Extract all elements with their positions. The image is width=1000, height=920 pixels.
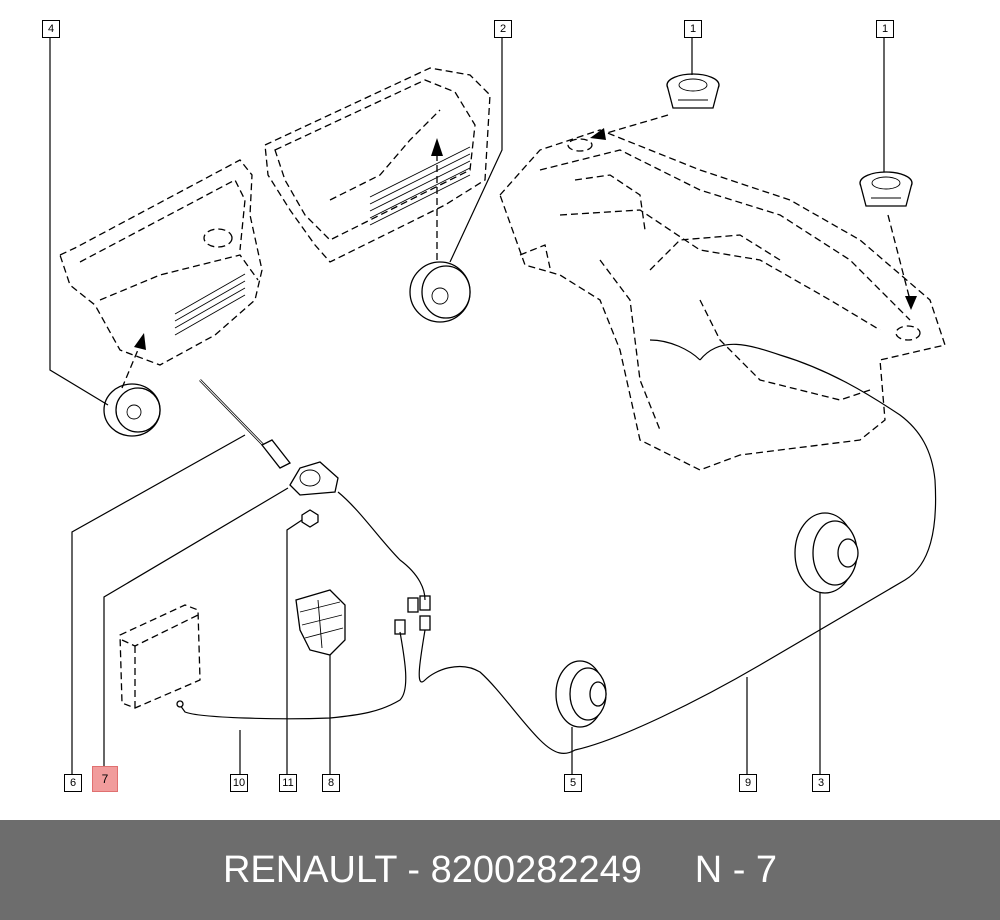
callout-1-right: 1 xyxy=(876,20,894,38)
callout-6: 6 xyxy=(64,774,82,792)
callout-1-left: 1 xyxy=(684,20,702,38)
callout-2: 2 xyxy=(494,20,512,38)
tweeter-right xyxy=(859,171,913,207)
parts-diagram xyxy=(49,37,946,774)
footer-bar: RENAULT - 8200282249 N - 7 xyxy=(0,820,1000,920)
callout-4: 4 xyxy=(42,20,60,38)
speaker-harness xyxy=(418,339,937,755)
callout-10: 10 xyxy=(230,774,248,792)
bracket xyxy=(295,589,346,656)
callout-9: 9 xyxy=(739,774,757,792)
antenna-nut xyxy=(301,509,319,528)
tweeter-left xyxy=(666,73,720,109)
antenna-cable xyxy=(176,491,426,720)
radio-unit xyxy=(119,604,201,709)
callout-7-highlighted: 7 xyxy=(92,766,118,792)
callout-11: 11 xyxy=(279,774,297,792)
dashboard xyxy=(499,129,946,471)
callout-5: 5 xyxy=(564,774,582,792)
leader-lines xyxy=(49,37,885,774)
cable-connectors xyxy=(394,595,431,635)
antenna-mast xyxy=(199,379,292,469)
callout-3: 3 xyxy=(812,774,830,792)
front-speaker xyxy=(555,660,607,728)
rear-door-speaker xyxy=(103,383,161,437)
part-number-label: RENAULT - 8200282249 N - 7 xyxy=(222,849,778,891)
front-door-speaker xyxy=(409,261,471,323)
rear-door-panel xyxy=(59,159,263,366)
front-door-panel xyxy=(264,67,491,263)
antenna-base xyxy=(289,461,339,496)
callout-8: 8 xyxy=(322,774,340,792)
rear-speaker xyxy=(794,512,859,594)
